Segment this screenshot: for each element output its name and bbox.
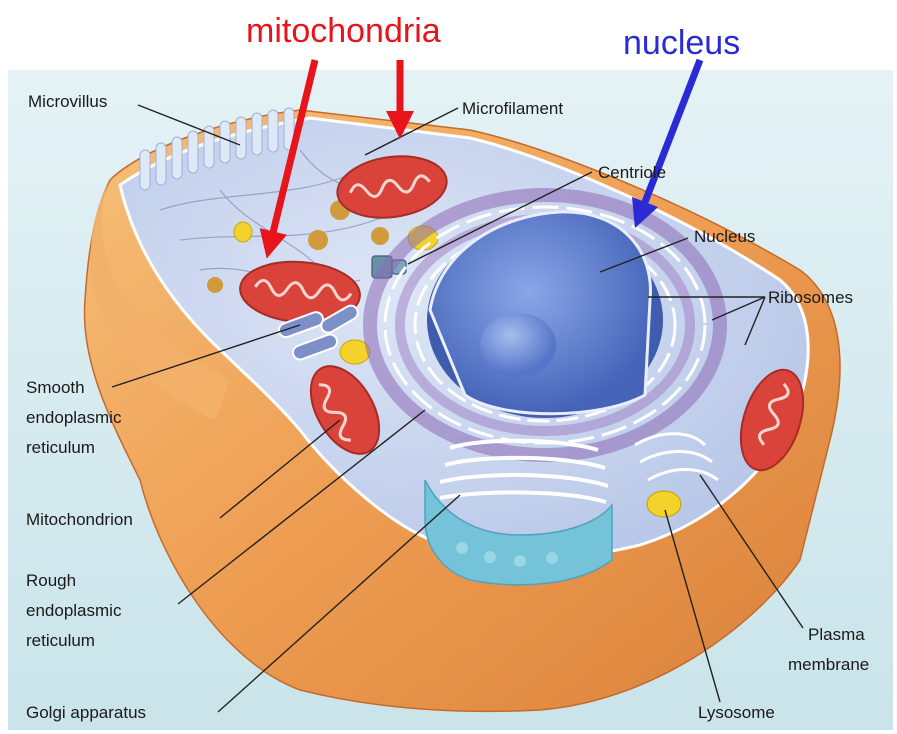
label-golgi: Golgi apparatus — [26, 703, 146, 722]
label-smooth-er-3: reticulum — [26, 438, 95, 457]
label-smooth-er-1: Smooth — [26, 378, 85, 397]
label-rough-er-1: Rough — [26, 571, 76, 590]
label-microfilament: Microfilament — [462, 99, 563, 118]
label-plasma-1: Plasma — [808, 625, 865, 644]
label-smooth-er-2: endoplasmic — [26, 408, 122, 427]
label-mitochondrion: Mitochondrion — [26, 510, 133, 529]
label-rough-er-3: reticulum — [26, 631, 95, 650]
callout-mitochondria: mitochondria — [246, 12, 441, 50]
label-ribosomes: Ribosomes — [768, 288, 853, 307]
lysosome-shape — [647, 491, 681, 517]
callout-nucleus: nucleus — [623, 24, 740, 62]
label-centriole: Centriole — [598, 163, 666, 182]
label-plasma-2: membrane — [788, 655, 869, 674]
label-rough-er-2: endoplasmic — [26, 601, 122, 620]
label-lysosome: Lysosome — [698, 703, 775, 722]
label-microvillus: Microvillus — [28, 92, 107, 111]
label-nucleus: Nucleus — [694, 227, 755, 246]
